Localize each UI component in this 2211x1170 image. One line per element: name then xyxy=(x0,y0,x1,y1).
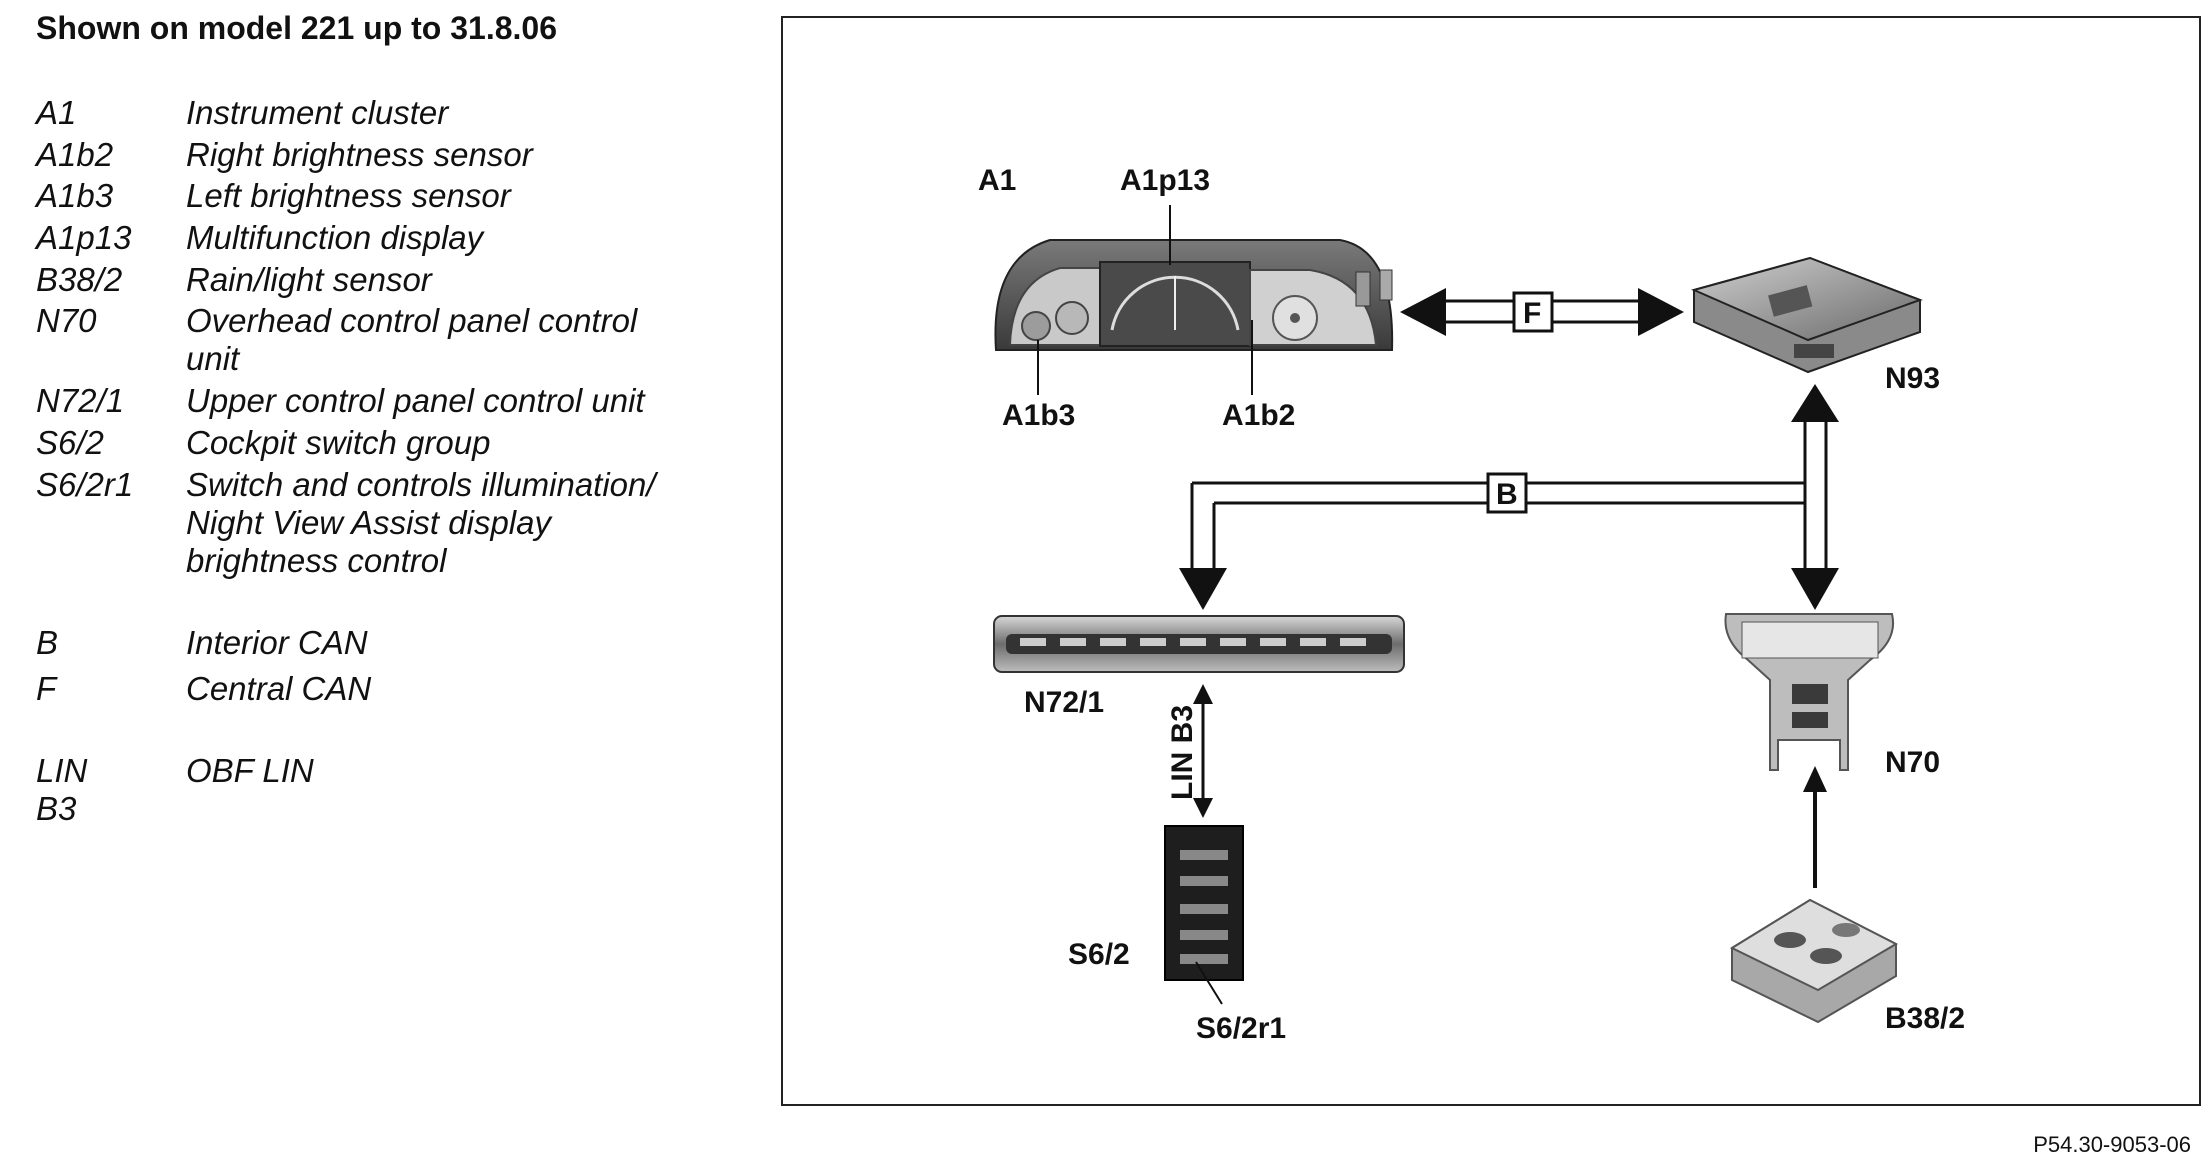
legend-code: B xyxy=(36,624,59,661)
legend-code: S6/2r1 xyxy=(36,466,134,503)
n72-1-control-panel-image xyxy=(993,615,1405,673)
label-a1b2: A1b2 xyxy=(1222,399,1295,432)
label-a1: A1 xyxy=(978,164,1016,197)
s6-2r1-leader xyxy=(1195,961,1223,1005)
legend-code: A1 xyxy=(36,94,77,131)
legend-desc: Switch and controls illumination/ Night … xyxy=(186,466,656,579)
legend-code: A1p13 xyxy=(36,219,132,256)
diagram-frame xyxy=(781,16,2201,1106)
bus-label-f: F xyxy=(1523,297,1541,330)
s6-2-switch-group-image xyxy=(1164,825,1244,981)
legend-code: S6/2 xyxy=(36,424,104,461)
bus-label-b: B xyxy=(1496,478,1518,511)
figure-reference: P54.30-9053-06 xyxy=(2033,1132,2191,1157)
legend-desc: Cockpit switch group xyxy=(186,424,491,461)
legend-desc: Rain/light sensor xyxy=(186,261,432,298)
label-a1b3: A1b3 xyxy=(1002,399,1075,432)
n70-b38-2-link xyxy=(1803,766,1827,888)
legend-desc: Right brightness sensor xyxy=(186,136,533,173)
legend-code: LIN B3 xyxy=(36,752,88,827)
interior-can-bus xyxy=(1179,384,1839,610)
legend-desc: Instrument cluster xyxy=(186,94,449,131)
lin-b3-bus xyxy=(1193,684,1213,818)
b38-2-sensor-image xyxy=(1729,898,1899,1024)
label-n93: N93 xyxy=(1885,362,1940,395)
legend-desc: Upper control panel control unit xyxy=(186,382,645,419)
label-a1p13: A1p13 xyxy=(1120,164,1210,197)
legend-code: N72/1 xyxy=(36,382,125,419)
instrument-cluster-image xyxy=(994,239,1394,351)
legend-desc: OBF LIN xyxy=(186,752,314,789)
n70-overhead-panel-image xyxy=(1724,613,1894,771)
label-b38-2: B38/2 xyxy=(1885,1002,1965,1035)
label-lin-b3: LIN B3 xyxy=(1166,705,1199,800)
central-can-bus xyxy=(1400,288,1684,336)
legend-desc: Interior CAN xyxy=(186,624,368,661)
label-n72-1: N72/1 xyxy=(1024,686,1104,719)
label-s6-2r1: S6/2r1 xyxy=(1196,1012,1286,1045)
legend-desc: Left brightness sensor xyxy=(186,177,511,214)
legend-desc: Multifunction display xyxy=(186,219,484,256)
legend-code: N70 xyxy=(36,302,97,339)
legend-code: A1b3 xyxy=(36,177,114,214)
legend-code: F xyxy=(36,670,57,707)
legend-desc: Overhead control panel control unit xyxy=(186,302,638,377)
legend-desc: Central CAN xyxy=(186,670,372,707)
n93-control-unit-image xyxy=(1691,256,1923,374)
legend-code: A1b2 xyxy=(36,136,114,173)
label-s6-2: S6/2 xyxy=(1068,938,1130,971)
page-title: Shown on model 221 up to 31.8.06 xyxy=(36,10,557,46)
legend-code: B38/2 xyxy=(36,261,123,298)
label-n70: N70 xyxy=(1885,746,1940,779)
